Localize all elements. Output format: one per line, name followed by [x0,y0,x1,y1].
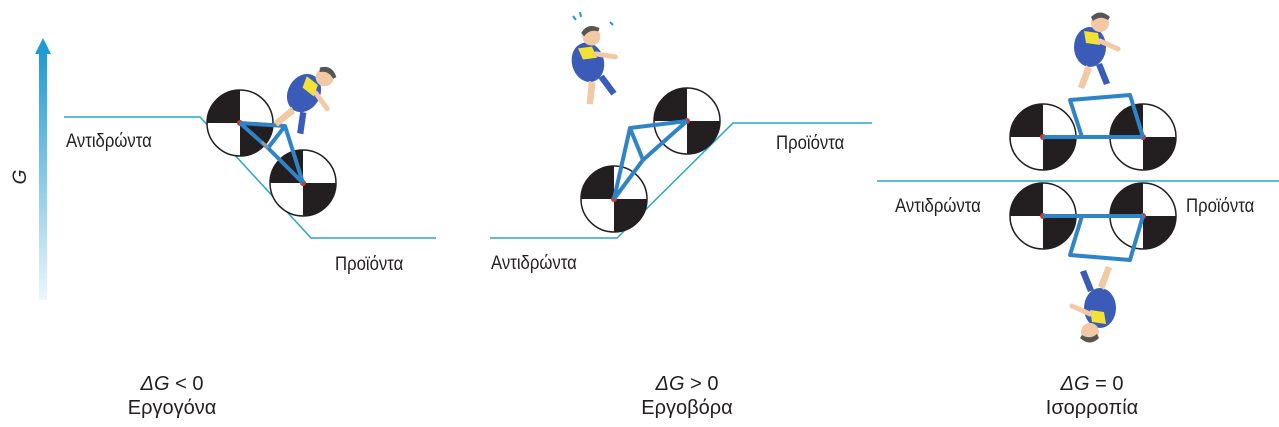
bicycle-3-bottom [1010,183,1176,343]
equation-2: ΔG > 0 [567,372,807,396]
bicycle-2 [564,12,720,232]
process-name-2: Εργοβόρα [567,396,807,420]
caption-2: ΔG > 0 Εργοβόρα [567,372,807,420]
g-axis-arrowhead [35,38,51,54]
products-label-2: Προϊόντα [776,133,844,155]
process-name-1: Εργογόνα [52,396,292,420]
products-label-3: Προϊόντα [1186,196,1254,218]
g-axis-label: G [10,168,32,186]
equation-3: ΔG = 0 [972,372,1212,396]
process-name-3: Ισορροπία [972,396,1212,420]
caption-1: ΔG < 0 Εργογόνα [52,372,292,420]
equation-1: ΔG < 0 [52,372,292,396]
g-axis-bar [39,52,47,300]
reactants-label-3: Αντιδρώντα [895,196,981,218]
caption-3: ΔG = 0 Ισορροπία [972,372,1212,420]
products-label-1: Προϊόντα [335,254,403,276]
reactants-label-2: Αντιδρώντα [491,253,577,275]
bicycle-1 [207,55,345,216]
reactants-label-1: Αντιδρώντα [66,131,152,153]
bicycle-3-top [1010,13,1176,171]
